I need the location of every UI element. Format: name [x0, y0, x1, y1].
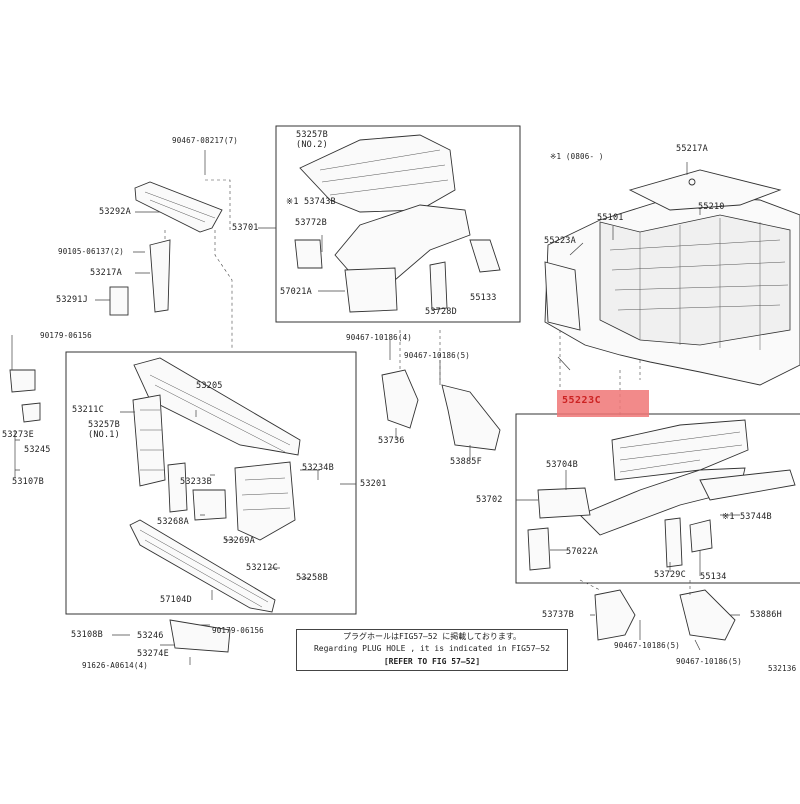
- radiator-support-drawing: [129, 357, 301, 613]
- label-no2: (NO.2): [296, 140, 328, 150]
- label-53245: 53245: [24, 445, 51, 455]
- note-line-english: Regarding PLUG HOLE , it is indicated in…: [313, 644, 550, 653]
- label-53205: 53205: [196, 381, 223, 391]
- label-53701: 53701: [232, 223, 259, 233]
- label-53736: 53736: [378, 436, 405, 446]
- label-53211c: 53211C: [72, 405, 104, 415]
- label-90105-06137: 90105-06137(2): [58, 247, 125, 256]
- plug-hole-note: プラグホールはFIG57—52 に掲載しております。 Regarding PLU…: [296, 629, 568, 671]
- label-53107b: 53107B: [12, 477, 44, 487]
- label-53217a: 53217A: [90, 268, 122, 278]
- label-53108b: 53108B: [71, 630, 103, 640]
- label-53885f: 53885F: [450, 457, 482, 467]
- label-53257b-no2: 53257B: [296, 130, 328, 140]
- label-53744b: ※1 53744B: [722, 512, 772, 522]
- label-53234b: 53234B: [302, 463, 334, 473]
- label-90467-08217: 90467-08217(7): [172, 136, 239, 145]
- label-90179-06156-b: 90179-06156: [212, 626, 264, 635]
- label-53258b: 53258B: [296, 573, 328, 583]
- label-90467-10186-c: 90467-10186(5): [614, 641, 681, 650]
- hood-support-drawing: [134, 181, 223, 233]
- label-53268a: 53268A: [157, 517, 189, 527]
- label-53886h: 53886H: [750, 610, 782, 620]
- label-53772b: 53772B: [295, 218, 327, 228]
- label-53291j: 53291J: [56, 295, 88, 305]
- label-53273e: 53273E: [2, 430, 34, 440]
- label-53729c: 53729C: [654, 570, 686, 580]
- label-90467-10186-b: 90467-10186(5): [404, 351, 471, 360]
- frame-53201: [65, 351, 357, 615]
- label-90467-10186-a: 90467-10186(4): [346, 333, 413, 342]
- label-53246: 53246: [137, 631, 164, 641]
- label-57104d: 57104D: [160, 595, 192, 605]
- label-53728d: 53728D: [425, 307, 457, 317]
- label-55101: 55101: [597, 213, 624, 223]
- label-53233b: 53233B: [180, 477, 212, 487]
- label-53269a: 53269A: [223, 536, 255, 546]
- label-53201: 53201: [360, 479, 387, 489]
- label-57021a: 57021A: [280, 287, 312, 297]
- label-55134: 55134: [700, 572, 727, 582]
- label-note-0806: ※1 (0806- ): [550, 152, 604, 161]
- label-53704b: 53704B: [546, 460, 578, 470]
- frame-53701: [275, 125, 521, 323]
- label-53212c: 53212C: [246, 563, 278, 573]
- label-55133: 55133: [470, 293, 497, 303]
- label-53257b-no1: 53257B: [88, 420, 120, 430]
- label-90467-10186-d: 90467-10186(5): [676, 657, 743, 666]
- label-57022a: 57022A: [566, 547, 598, 557]
- label-53737b: 53737B: [542, 610, 574, 620]
- apron-left-drawing: [294, 134, 501, 313]
- label-55223a: 55223A: [544, 236, 576, 246]
- label-53702: 53702: [476, 495, 503, 505]
- frame-53702: [515, 413, 800, 584]
- note-line-japanese: プラグホールはFIG57—52 に掲載しております。: [342, 632, 522, 641]
- dash-panel-drawing: [544, 169, 800, 386]
- label-53274e: 53274E: [137, 649, 169, 659]
- apron-right-drawing: [527, 419, 796, 571]
- label-55210: 55210: [698, 202, 725, 212]
- label-53292a: 53292A: [99, 207, 131, 217]
- label-91626-a0614: 91626-A0614(4): [82, 661, 149, 670]
- label-figure-number: 532136: [768, 664, 797, 673]
- highlighted-part-55223c: 55223C: [562, 395, 602, 406]
- label-53743b: ※1 53743B: [286, 197, 336, 207]
- label-55217a: 55217A: [676, 144, 708, 154]
- label-no1: (NO.1): [88, 430, 120, 440]
- label-90179-06156-a: 90179-06156: [40, 331, 92, 340]
- highlighted-part-box: [557, 390, 649, 417]
- note-line-refer: [REFER TO FIG 57—52]: [383, 657, 481, 666]
